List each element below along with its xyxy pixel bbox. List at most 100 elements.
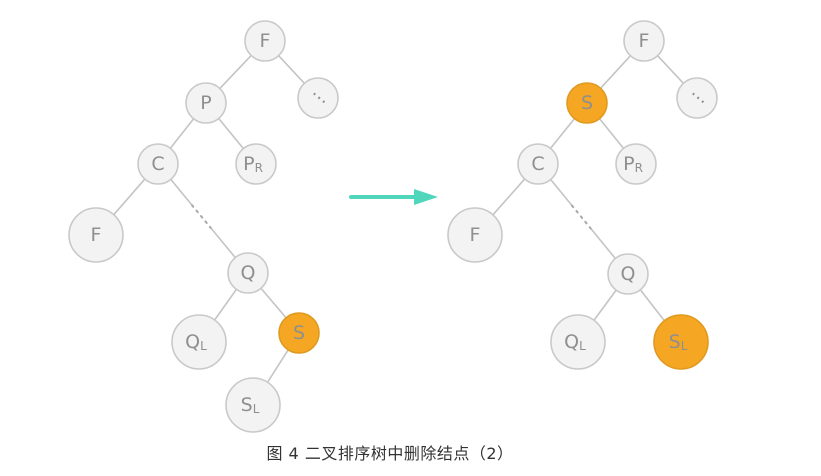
edge-c-f2	[492, 178, 526, 216]
node-circle	[227, 252, 269, 294]
node-label: PR	[243, 153, 263, 175]
node-label-main: F	[91, 224, 102, 246]
node-label-subscript: L	[253, 402, 260, 416]
edge-f-dots	[278, 55, 305, 84]
node-label: F	[91, 224, 102, 246]
node-f2: F	[68, 207, 124, 263]
node-c: C	[517, 143, 559, 185]
node-s: S	[566, 82, 608, 124]
node-label-main: F	[470, 224, 481, 246]
arrow-right-icon	[414, 189, 438, 205]
node-circle	[623, 20, 665, 62]
node-circle	[171, 314, 227, 370]
node-circle	[566, 82, 608, 124]
node-label-main: P	[243, 153, 254, 175]
node-label: SL	[669, 331, 688, 353]
node-label: F	[639, 30, 650, 52]
node-circle	[68, 207, 124, 263]
node-label-main: F	[639, 30, 650, 52]
node-label-main: S	[581, 92, 593, 114]
node-dots: ⋯	[297, 77, 339, 119]
node-label: Q	[241, 262, 256, 284]
node-label: SL	[241, 394, 260, 416]
edge-s-sl	[266, 349, 289, 383]
edge-c-f2	[113, 178, 146, 216]
node-label-subscript: L	[579, 339, 586, 353]
node-pr: PR	[615, 143, 657, 185]
node-label-subscript: R	[255, 161, 263, 175]
edge-f-s	[599, 55, 632, 89]
node-label: P	[200, 92, 211, 114]
transition-arrow	[349, 189, 438, 205]
node-label: C	[151, 153, 164, 175]
node-dots: ⋯	[676, 77, 718, 119]
node-label-main: S	[669, 331, 681, 353]
edge-q-ql	[213, 288, 238, 321]
node-circle	[550, 314, 606, 370]
node-circle	[278, 312, 320, 354]
edge-q-ql	[593, 289, 617, 321]
node-pr: PR	[235, 143, 277, 185]
node-f: F	[623, 20, 665, 62]
node-label-main: Q	[564, 331, 579, 353]
node-sl: SL	[653, 314, 709, 370]
figure-caption: 图 4 二叉排序树中删除结点（2）	[266, 444, 514, 463]
node-label-main: P	[200, 92, 211, 114]
edge-p-pr	[218, 117, 244, 150]
ellipsis-edge	[571, 204, 592, 230]
edge-s-pr	[598, 118, 625, 149]
node-label-main: C	[531, 153, 544, 175]
edge-f-p	[219, 54, 252, 90]
node-q: Q	[227, 252, 269, 294]
edge-q-s	[260, 287, 287, 319]
node-circle	[517, 143, 559, 185]
node-label: S	[581, 92, 593, 114]
node-label-main: Q	[621, 263, 636, 285]
node-label-main: Q	[185, 331, 200, 353]
node-label: F	[470, 224, 481, 246]
node-q: Q	[607, 253, 649, 295]
node-circle	[676, 77, 718, 119]
edge-f-dots	[657, 55, 684, 84]
node-label-subscript: L	[681, 339, 688, 353]
node-f2: F	[447, 207, 503, 263]
node-c: C	[137, 143, 179, 185]
node-label: S	[293, 322, 305, 344]
node-label: C	[531, 153, 544, 175]
node-circle	[244, 20, 286, 62]
node-label: F	[260, 30, 271, 52]
node-label: QL	[564, 331, 586, 353]
node-f: F	[244, 20, 286, 62]
node-p: P	[185, 82, 227, 124]
edge-q-sl	[639, 289, 666, 322]
node-ql: QL	[550, 314, 606, 370]
node-label-main: F	[260, 30, 271, 52]
node-label-main: S	[293, 322, 305, 344]
node-label-main: Q	[241, 262, 256, 284]
node-label-main: S	[241, 394, 253, 416]
node-s: S	[278, 312, 320, 354]
node-circle	[653, 314, 709, 370]
node-circle	[607, 253, 649, 295]
node-label-main: C	[151, 153, 164, 175]
node-label: QL	[185, 331, 207, 353]
edge-s-c	[549, 118, 576, 149]
node-label-subscript: L	[200, 339, 207, 353]
node-circle	[185, 82, 227, 124]
edge-p-c	[169, 118, 195, 149]
node-sl: SL	[225, 377, 281, 433]
node-circle	[615, 143, 657, 185]
node-label: PR	[623, 153, 643, 175]
node-circle	[447, 207, 503, 263]
node-circle	[235, 143, 277, 185]
node-label-main: P	[623, 153, 634, 175]
node-ql: QL	[171, 314, 227, 370]
node-circle	[137, 143, 179, 185]
ellipsis-edge	[191, 204, 212, 229]
node-label-subscript: R	[635, 161, 643, 175]
node-circle	[225, 377, 281, 433]
node-circle	[297, 77, 339, 119]
